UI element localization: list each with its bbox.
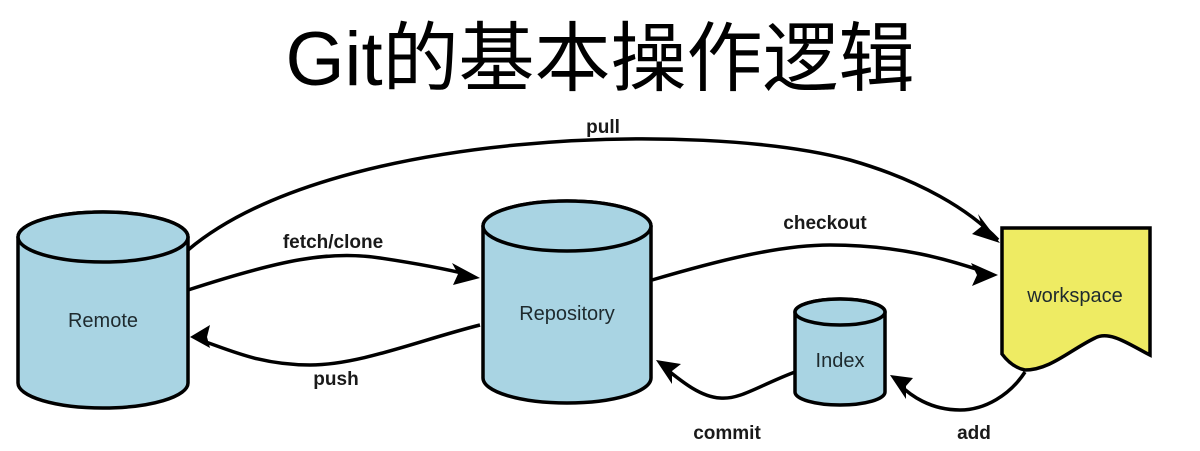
workspace-document xyxy=(1000,226,1152,372)
fetch-clone-arrowhead xyxy=(452,263,480,285)
push-arrowhead xyxy=(190,325,210,348)
repository-label: Repository xyxy=(519,303,615,325)
index-cylinder-top xyxy=(793,297,887,327)
commit-label: commit xyxy=(693,423,761,444)
workspace-label: workspace xyxy=(1026,285,1123,307)
node-remote: Remote xyxy=(16,210,190,410)
edge-add xyxy=(890,371,1027,412)
fetch-clone-label: fetch/clone xyxy=(283,232,383,253)
node-index: Index xyxy=(793,297,887,407)
pull-arrowhead xyxy=(972,214,1000,243)
node-workspace: workspace xyxy=(1000,226,1152,372)
edge-fetch-clone xyxy=(187,253,480,292)
diagram-title: Git的基本操作逻辑 xyxy=(0,14,1200,105)
remote-cylinder-top xyxy=(16,210,190,264)
edge-pull xyxy=(186,137,1000,252)
repository-cylinder-top xyxy=(481,199,653,253)
title-cjk: 的基本操作逻辑 xyxy=(382,14,915,103)
checkout-label: checkout xyxy=(783,213,867,234)
pull-label: pull xyxy=(586,117,620,138)
edge-push xyxy=(190,323,481,367)
add-arrowhead xyxy=(890,375,913,399)
edge-commit xyxy=(656,360,796,400)
push-label: push xyxy=(313,369,358,390)
index-label: Index xyxy=(816,350,865,372)
remote-label: Remote xyxy=(68,310,138,332)
add-label: add xyxy=(957,423,991,444)
node-repository: Repository xyxy=(481,199,653,405)
commit-arrowhead xyxy=(656,360,681,384)
checkout-arrowhead xyxy=(971,263,998,286)
title-latin: Git xyxy=(285,17,383,102)
edge-checkout xyxy=(651,243,998,286)
